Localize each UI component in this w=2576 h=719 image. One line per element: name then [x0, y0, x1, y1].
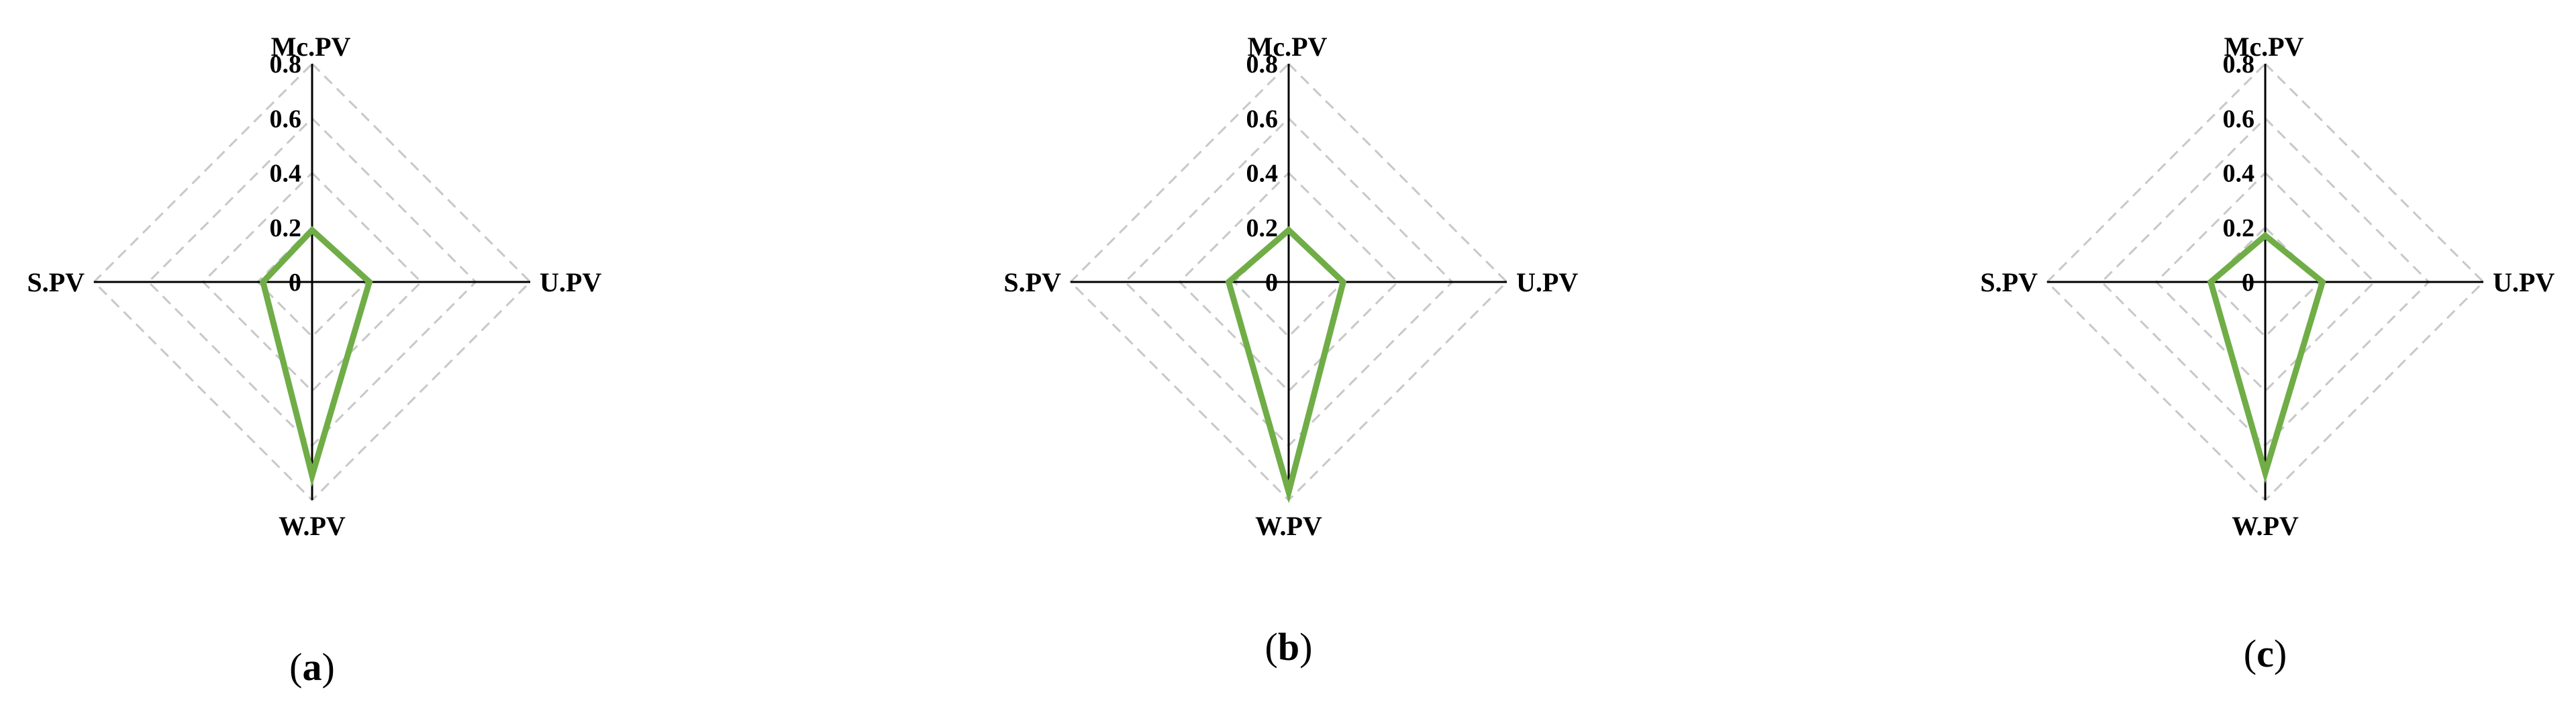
- tick-label: 0.6: [270, 105, 302, 133]
- grid-ring-0.4: [201, 171, 423, 393]
- axis-label-Mc.PV: Mc.PV: [2224, 32, 2304, 62]
- tick-label: 0.6: [1246, 105, 1279, 133]
- tick-label: 0.4: [1246, 160, 1279, 188]
- tick-label: 0.6: [2223, 105, 2255, 133]
- radar-panel-a: 0 0.2 0.4 0.6 0.8Mc.PV U.PV W.PV S.PV: [27, 32, 601, 541]
- radar-panel-c: 0 0.2 0.4 0.6 0.8Mc.PV U.PV W.PV S.PV: [1980, 32, 2555, 541]
- panel-label-b: (b): [1265, 625, 1313, 669]
- tick-label: 0.2: [2223, 214, 2255, 242]
- tick-label: 0: [289, 269, 301, 297]
- grid-ring-0.4: [2154, 171, 2376, 393]
- axis-label-W.PV: W.PV: [1255, 511, 1322, 541]
- axis-label-Mc.PV: Mc.PV: [1248, 32, 1328, 62]
- axis-label-W.PV: W.PV: [2232, 511, 2299, 541]
- axis-label-S.PV: S.PV: [1003, 267, 1061, 297]
- series-polygon-0: [1225, 226, 1347, 504]
- axis-label-W.PV: W.PV: [279, 511, 346, 541]
- tick-label: 0: [1265, 269, 1278, 297]
- axis-label-S.PV: S.PV: [1980, 267, 2038, 297]
- axis-label-U.PV: U.PV: [1516, 267, 1578, 297]
- axis-label-U.PV: U.PV: [540, 267, 601, 297]
- panel-label-c: (c): [2243, 632, 2287, 675]
- series-polygon-0: [259, 226, 373, 487]
- radar-panel-b: 0 0.2 0.4 0.6 0.8Mc.PV U.PV W.PV S.PV: [1003, 32, 1578, 541]
- tick-label: 0.2: [1246, 214, 1279, 242]
- axis-label-S.PV: S.PV: [27, 267, 85, 297]
- panel-label-a: (a): [289, 645, 335, 689]
- tick-label: 0.8: [1246, 50, 1279, 79]
- tick-label: 0.4: [270, 160, 302, 188]
- axis-label-Mc.PV: Mc.PV: [271, 32, 351, 62]
- grid-ring-0.4: [1178, 171, 1399, 393]
- tick-label: 0.2: [270, 214, 302, 242]
- tick-label: 0: [2242, 269, 2255, 297]
- axis-label-U.PV: U.PV: [2493, 267, 2555, 297]
- tick-label: 0.8: [2223, 50, 2255, 79]
- series-polygon-0: [2207, 232, 2326, 484]
- tick-label: 0.4: [2223, 160, 2255, 188]
- tick-label: 0.8: [270, 50, 302, 79]
